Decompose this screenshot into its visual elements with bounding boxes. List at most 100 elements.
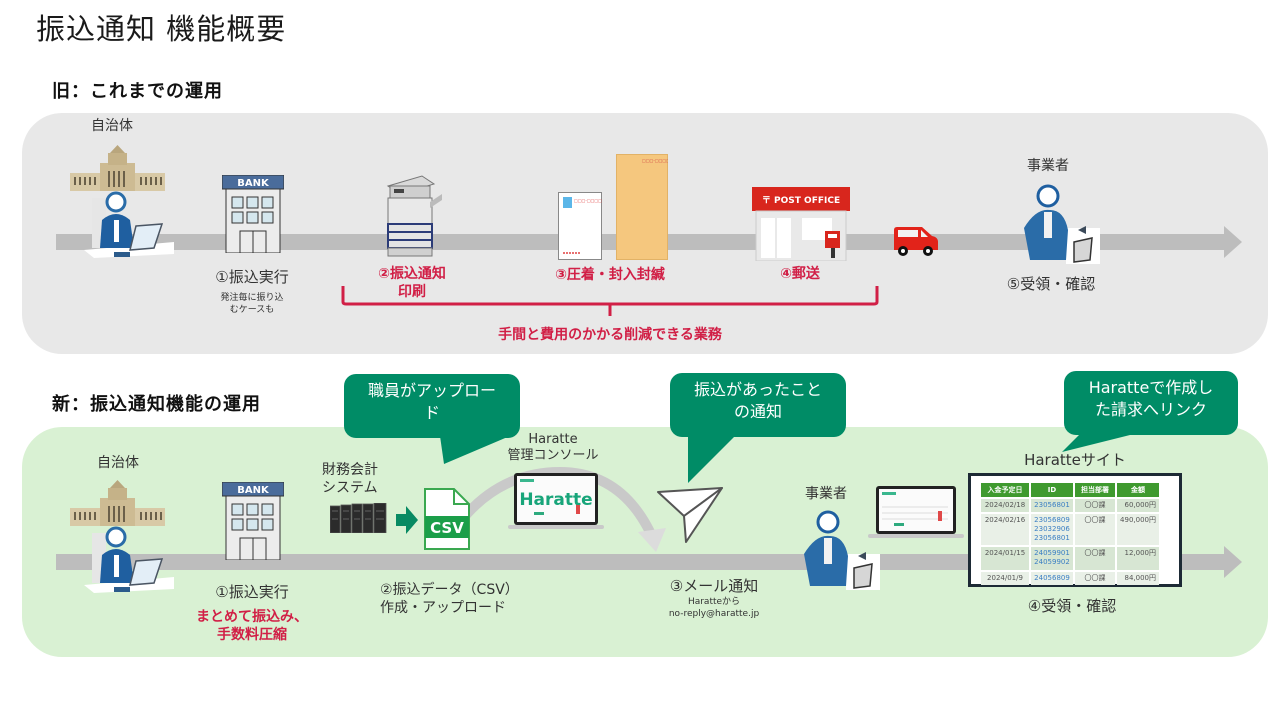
old-step-1-note: 発注毎に振り込 むケースも <box>202 293 302 316</box>
callout-link: Haratteで作成し た請求へリンク <box>1064 371 1238 435</box>
old-step-3-label: ③圧着・封入封緘 <box>555 267 665 283</box>
invoice-id-link[interactable]: 24059902 <box>1034 558 1070 567</box>
business-laptop-icon <box>868 485 964 541</box>
invoice-id-link[interactable]: 24056809 <box>1034 573 1070 582</box>
bank-sign-text: BANK <box>237 485 270 496</box>
new-step-3-label: ③メール通知 <box>669 577 759 595</box>
business-owner-icon <box>1016 180 1102 266</box>
invoice-id-link[interactable]: 24059901 <box>1034 549 1070 558</box>
old-section-heading: 旧：これまでの運用 <box>52 81 223 102</box>
post-office-sign-text: 〒 POST OFFICE <box>762 196 840 206</box>
cell-ids: 23056801 <box>1031 499 1073 513</box>
invoice-id-link[interactable]: 23032906 <box>1034 525 1070 534</box>
new-section-heading: 新：振込通知機能の運用 <box>52 394 261 415</box>
callout-notification-tail <box>688 435 738 485</box>
callout-link-tail <box>1062 432 1142 454</box>
new-step-2-label: ②振込データ（CSV） 作成・アップロード <box>380 582 570 617</box>
haratte-console-label-line: Haratte <box>528 432 578 447</box>
old-step-1-note-line: 発注毎に振り込 <box>220 293 284 303</box>
haratte-console-laptop-icon: Haratte <box>508 472 604 530</box>
old-step-5-label: ⑤受領・確認 <box>1006 275 1096 293</box>
government-building-icon <box>70 145 165 193</box>
finance-system-label-line: システム <box>322 479 378 496</box>
cell-dept: 〇〇課 <box>1075 514 1115 546</box>
cell-amount: 84,000円 <box>1117 571 1159 585</box>
cell-date: 2024/02/16 <box>981 514 1029 546</box>
bank-icon: BANK <box>222 175 284 253</box>
finance-system-label-line: 財務会計 <box>322 462 378 478</box>
new-actor-business: 事業者 <box>805 486 847 502</box>
old-actor-municipality: 自治体 <box>91 118 133 134</box>
finance-system-label: 財務会計 システム <box>322 462 402 497</box>
bank-sign-text: BANK <box>237 178 270 189</box>
callout-notification: 振込があったこと の通知 <box>670 373 846 437</box>
old-step-2-label-line: 印刷 <box>398 283 426 300</box>
cell-date: 2024/02/18 <box>981 499 1029 513</box>
cell-dept: 〇〇課 <box>1075 571 1115 585</box>
invoice-id-link[interactable]: 23056809 <box>1034 516 1070 525</box>
government-building-icon <box>70 480 165 528</box>
haratte-site-label: Haratteサイト <box>1024 451 1126 469</box>
callout-notification-line: 振込があったこと <box>693 380 822 399</box>
server-rack-icon <box>330 503 388 533</box>
old-step-1-note-line: むケースも <box>229 304 275 315</box>
arrow-right-icon <box>396 506 418 534</box>
envelope-stamp-text: □□□-□□□□ <box>642 158 668 163</box>
csv-file-label: CSV <box>430 519 464 537</box>
invoice-id-link[interactable]: 23056801 <box>1034 534 1070 543</box>
callout-link-line: た請求へリンク <box>1094 399 1207 419</box>
new-flow-arrowhead <box>1224 546 1242 578</box>
invoice-id-link[interactable]: 23056801 <box>1034 501 1070 509</box>
old-step-4-label: ④郵送 <box>780 266 820 282</box>
envelope-icon: □□□-□□□□ <box>616 154 668 260</box>
callout-upload-line: ド <box>423 402 440 422</box>
new-step-2-label-line: ②振込データ（CSV） <box>380 582 519 598</box>
post-office-icon: 〒 POST OFFICE <box>752 187 850 261</box>
old-step-2-label-line: ②振込通知 <box>378 266 446 282</box>
staff-at-laptop-icon <box>84 190 174 260</box>
postcard-icon: □□□-□□□□ <box>558 192 602 260</box>
cell-amount: 60,000円 <box>1117 499 1159 513</box>
new-step-3-note-line: Haratteから <box>687 597 741 607</box>
old-step-2-label: ②振込通知 印刷 <box>362 266 462 301</box>
new-flow-bar <box>56 554 1224 570</box>
table-header-dept: 担当部署 <box>1075 483 1115 497</box>
mail-truck-icon <box>892 226 940 258</box>
new-step-1-highlight-line: まとめて振込み、 <box>196 609 308 625</box>
page-title: 振込通知 機能概要 <box>36 12 287 46</box>
new-step-2-label-line: 作成・アップロード <box>380 599 506 616</box>
table-header-amount: 金額 <box>1117 483 1159 497</box>
old-step-1-label: ①振込実行 <box>215 268 289 286</box>
new-step-1-highlight: まとめて振込み、 手数料圧縮 <box>180 609 324 644</box>
postcard-stamp-text: □□□-□□□□ <box>574 198 602 203</box>
csv-file-icon: CSV <box>424 488 470 550</box>
cell-dept: 〇〇課 <box>1075 547 1115 570</box>
table-header-date: 入金予定日 <box>981 483 1029 497</box>
new-step-1-label: ①振込実行 <box>215 583 289 601</box>
cell-amount: 490,000円 <box>1117 514 1159 546</box>
callout-notification-line: の通知 <box>733 401 782 421</box>
haratte-console-label-line: 管理コンソール <box>507 448 599 464</box>
business-owner-icon <box>796 506 882 592</box>
cell-amount: 12,000円 <box>1117 547 1159 570</box>
haratte-console-label: Haratte 管理コンソール <box>498 432 608 465</box>
cell-dept: 〇〇課 <box>1075 499 1115 513</box>
callout-upload-line: 職員がアップロー <box>367 381 496 400</box>
cost-reduction-bracket <box>340 284 880 318</box>
new-step-3-note: Haratteから no-reply@haratte.jp <box>654 597 774 620</box>
callout-upload: 職員がアップロー ド <box>344 374 520 438</box>
haratte-logo-text: Haratte <box>519 490 592 510</box>
old-flow-arrowhead <box>1224 226 1242 258</box>
cell-ids: 24056809 <box>1031 571 1073 585</box>
cost-reduction-caption: 手間と費用のかかる削減できる業務 <box>498 327 722 343</box>
new-actor-municipality: 自治体 <box>97 455 139 471</box>
new-step-3-note-line: no-reply@haratte.jp <box>668 608 760 619</box>
bank-icon: BANK <box>222 482 284 560</box>
